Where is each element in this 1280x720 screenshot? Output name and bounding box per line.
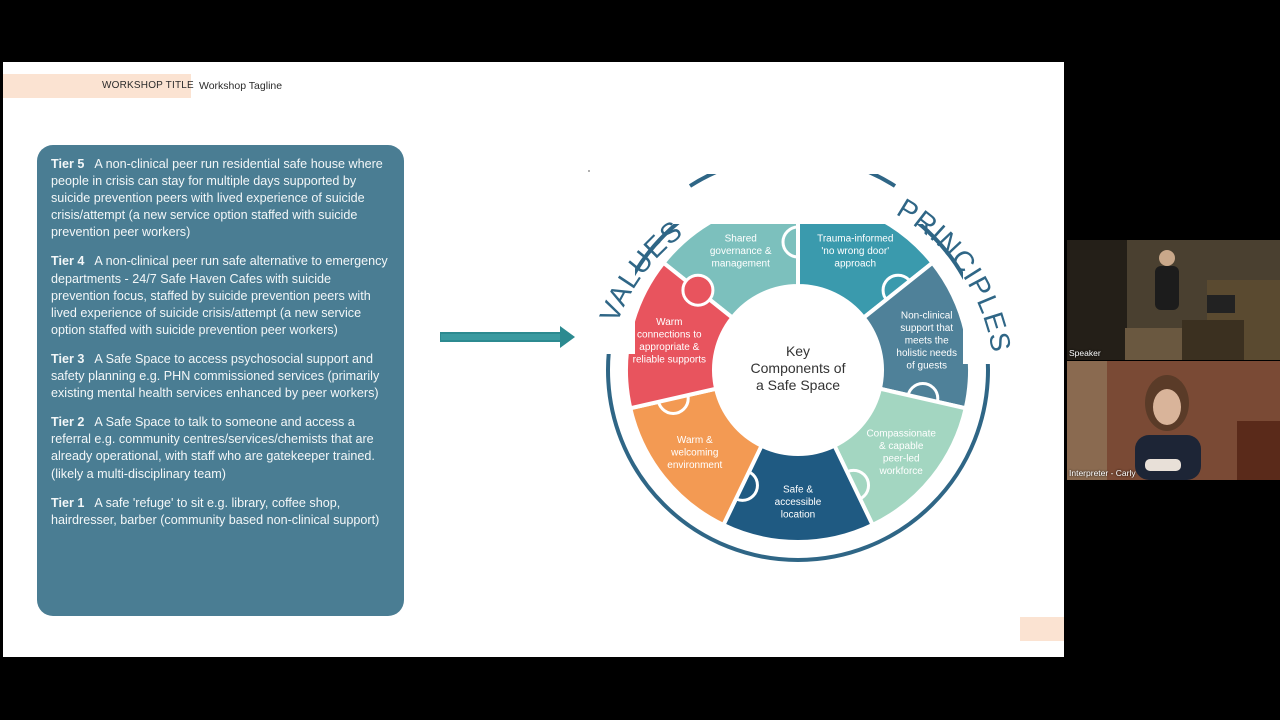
speaker-video-frame xyxy=(1067,240,1280,360)
tier-text: A safe 'refuge' to sit e.g. library, cof… xyxy=(51,495,380,527)
speaker-video-tile[interactable]: Speaker xyxy=(1067,240,1280,360)
decorative-dot xyxy=(588,170,590,172)
footer-accent xyxy=(1020,617,1064,641)
interpreter-video-frame xyxy=(1067,361,1280,480)
participant-label: Interpreter - Carly xyxy=(1069,468,1136,478)
tier-label: Tier 5 xyxy=(51,157,85,171)
tier-label: Tier 3 xyxy=(51,351,85,366)
ring-gap-right xyxy=(963,234,1015,364)
puzzle-knob xyxy=(681,273,715,307)
segment-label: Trauma-informed'no wrong door'approach xyxy=(817,234,893,270)
participant-label: Speaker xyxy=(1069,348,1101,358)
title-band xyxy=(3,74,191,98)
interpreter-video-tile[interactable]: Interpreter - Carly xyxy=(1067,361,1280,480)
tier-label: Tier 2 xyxy=(51,415,85,430)
tier-label: Tier 1 xyxy=(51,495,85,510)
ring-gap-top xyxy=(673,174,923,224)
tier-label: Tier 4 xyxy=(51,254,85,269)
right-arrow-icon xyxy=(440,326,575,348)
tier-text: A Safe Space to access psychosocial supp… xyxy=(51,351,380,401)
workshop-tagline: Workshop Tagline xyxy=(199,80,283,92)
tier-text: A non-clinical peer run residential safe… xyxy=(51,157,383,240)
tier-text: A Safe Space to talk to someone and acce… xyxy=(51,415,375,481)
ring-gap-left xyxy=(595,234,635,354)
wheel-center xyxy=(714,286,882,454)
tier-text: A non-clinical peer run safe alternative… xyxy=(51,254,388,337)
workshop-title: WORKSHOP TITLE xyxy=(102,80,194,91)
